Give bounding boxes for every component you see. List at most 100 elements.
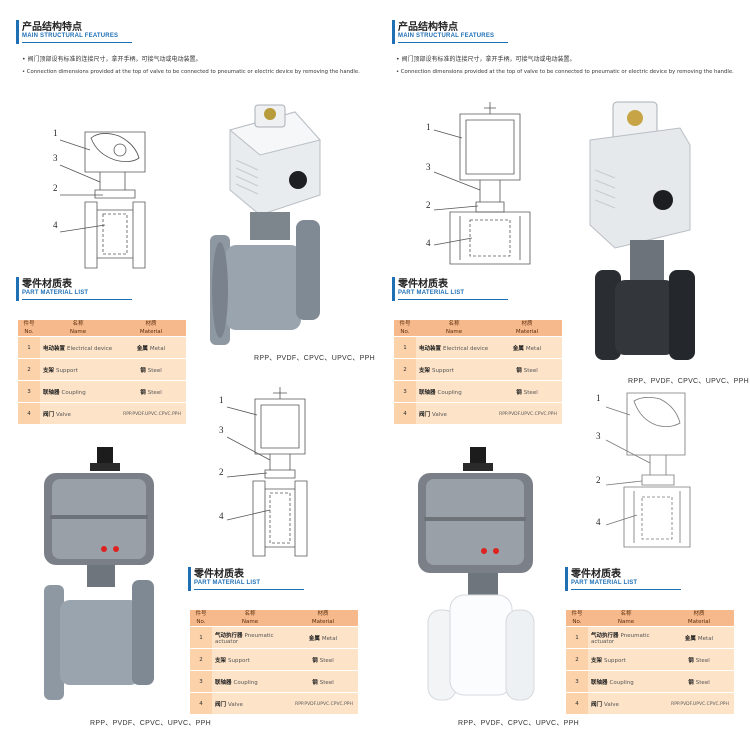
- material-en: Metal: [321, 635, 338, 642]
- name-cn: 阀门: [591, 701, 603, 708]
- name-cn: 阀门: [43, 411, 55, 418]
- header-title-cn: 零件材质表: [571, 569, 621, 580]
- col-no-cn: 件号: [195, 611, 207, 617]
- schematic-drawing: [59, 131, 146, 269]
- material-cn: 金属: [308, 635, 320, 642]
- col-name-cn: 名称: [244, 611, 256, 617]
- right-photo-pneumatic-white-valve: [418, 445, 553, 710]
- schematic-drawing: [605, 392, 691, 548]
- right-note-en: • Connection dimensions provided at the …: [396, 69, 734, 75]
- cell-no: 3: [394, 380, 416, 403]
- name-en: Coupling: [61, 389, 86, 396]
- name-cn: 气动执行器: [591, 632, 619, 639]
- name-en: Support: [432, 367, 454, 374]
- col-material-cn: 材质: [693, 611, 705, 617]
- col-name-en: Name: [241, 619, 259, 625]
- right-section-header-structural-features: 产品结构特点 MAIN STRUCTURAL FEATURES: [392, 18, 522, 46]
- cell-no: 3: [18, 380, 40, 403]
- schematic-drawing: [433, 102, 531, 265]
- right-caption-1: RPP、PVDF、CPVC、UPVC、PPH: [628, 378, 749, 385]
- col-material-en: Material: [515, 329, 539, 335]
- name-cn: 支架: [419, 367, 431, 374]
- header-title-en: PART MATERIAL LIST: [571, 580, 638, 586]
- material-en: Metal: [525, 345, 542, 352]
- left-section-header-material-list-1: 零件材质表 PART MATERIAL LIST: [16, 275, 146, 303]
- callout-1: 1: [53, 128, 58, 138]
- name-en: Support: [228, 657, 250, 664]
- col-material-cn: 材质: [145, 321, 157, 327]
- right-schematic-electric-union-valve-2: 1 3 2 4: [592, 385, 717, 560]
- cell-material: RPP.PVDF.UPVC.CPVC.PPH: [288, 692, 358, 715]
- left-photo-pneumatic-flanged-valve: [42, 445, 182, 710]
- header-underline: [398, 299, 508, 300]
- name-cn: 气动执行器: [215, 632, 243, 639]
- cell-no: 2: [18, 358, 40, 381]
- material-cn: 金属: [136, 345, 148, 352]
- name-en: Electrical device: [67, 345, 113, 352]
- callout-2: 2: [426, 200, 431, 210]
- name-cn: 阀门: [215, 701, 227, 708]
- schematic-drawing: [226, 387, 308, 557]
- material-en: Steel: [523, 389, 538, 396]
- name-en: Support: [604, 657, 626, 664]
- name-cn: 联轴器: [591, 679, 608, 686]
- callout-3: 3: [426, 162, 431, 172]
- name-en: Pneumatic actuator: [215, 632, 274, 645]
- material-cn: 钢: [140, 389, 146, 396]
- col-name-en: Name: [445, 329, 463, 335]
- name-en: Electrical device: [443, 345, 489, 352]
- header-accent-bar: [392, 20, 395, 44]
- material-cn: 钢: [516, 367, 522, 374]
- callout-3: 3: [596, 431, 601, 441]
- name-en: Valve: [432, 411, 447, 418]
- left-schematic-electric-valve: 1 3 2 4: [45, 110, 160, 270]
- callout-1: 1: [426, 122, 431, 132]
- callout-4: 4: [219, 511, 224, 521]
- pneumatic-valve-illustration: [418, 447, 535, 701]
- name-en: Valve: [228, 701, 243, 708]
- right-section-header-material-list-1: 零件材质表 PART MATERIAL LIST: [392, 275, 522, 303]
- col-no-cn: 件号: [399, 321, 411, 327]
- material-en: Metal: [697, 635, 714, 642]
- col-material-en: Material: [687, 619, 711, 625]
- pneumatic-valve-illustration: [44, 447, 154, 700]
- material-en: Steel: [147, 389, 162, 396]
- name-cn: 阀门: [419, 411, 431, 418]
- material-cn: 钢: [312, 657, 318, 664]
- name-cn: 电动装置: [419, 345, 442, 352]
